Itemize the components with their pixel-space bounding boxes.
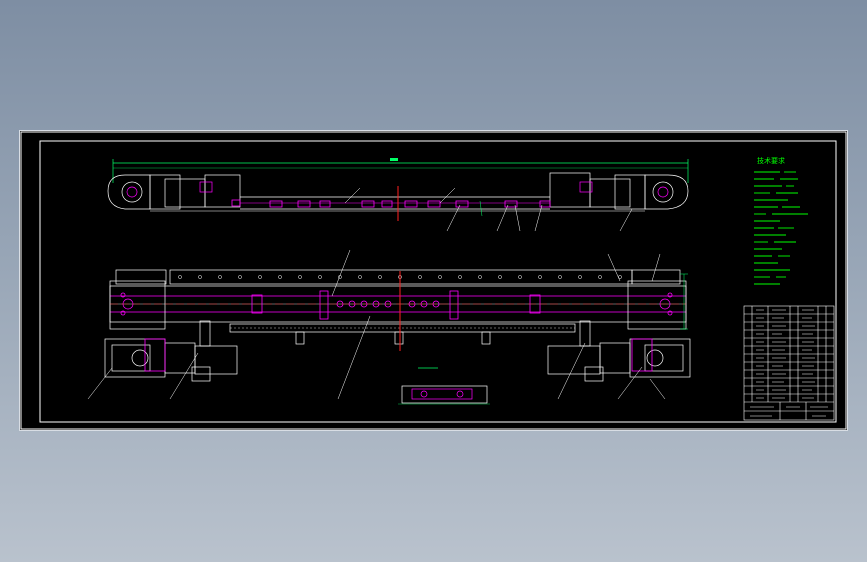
plan-view: [104, 269, 691, 382]
side-elevation-view: [107, 158, 689, 212]
outer-border: [20, 131, 847, 430]
drawing-sheet: 技术要求: [20, 131, 847, 430]
plan-dimensions: [680, 273, 688, 330]
tech-requirements-block: 技术要求: [754, 156, 808, 285]
leaders-plan: [87, 249, 666, 400]
title-block: [743, 305, 835, 421]
cad-drawing: 技术要求: [20, 131, 847, 430]
title-block-fill: [750, 309, 828, 417]
tech-requirements-title: 技术要求: [757, 156, 785, 165]
rail-bolts: [178, 275, 622, 279]
leaders-top: [344, 187, 633, 232]
detail-view: [398, 367, 490, 405]
chain-attachments-top: [231, 199, 551, 208]
chain-plan: [120, 290, 673, 372]
inner-border: [39, 140, 837, 423]
